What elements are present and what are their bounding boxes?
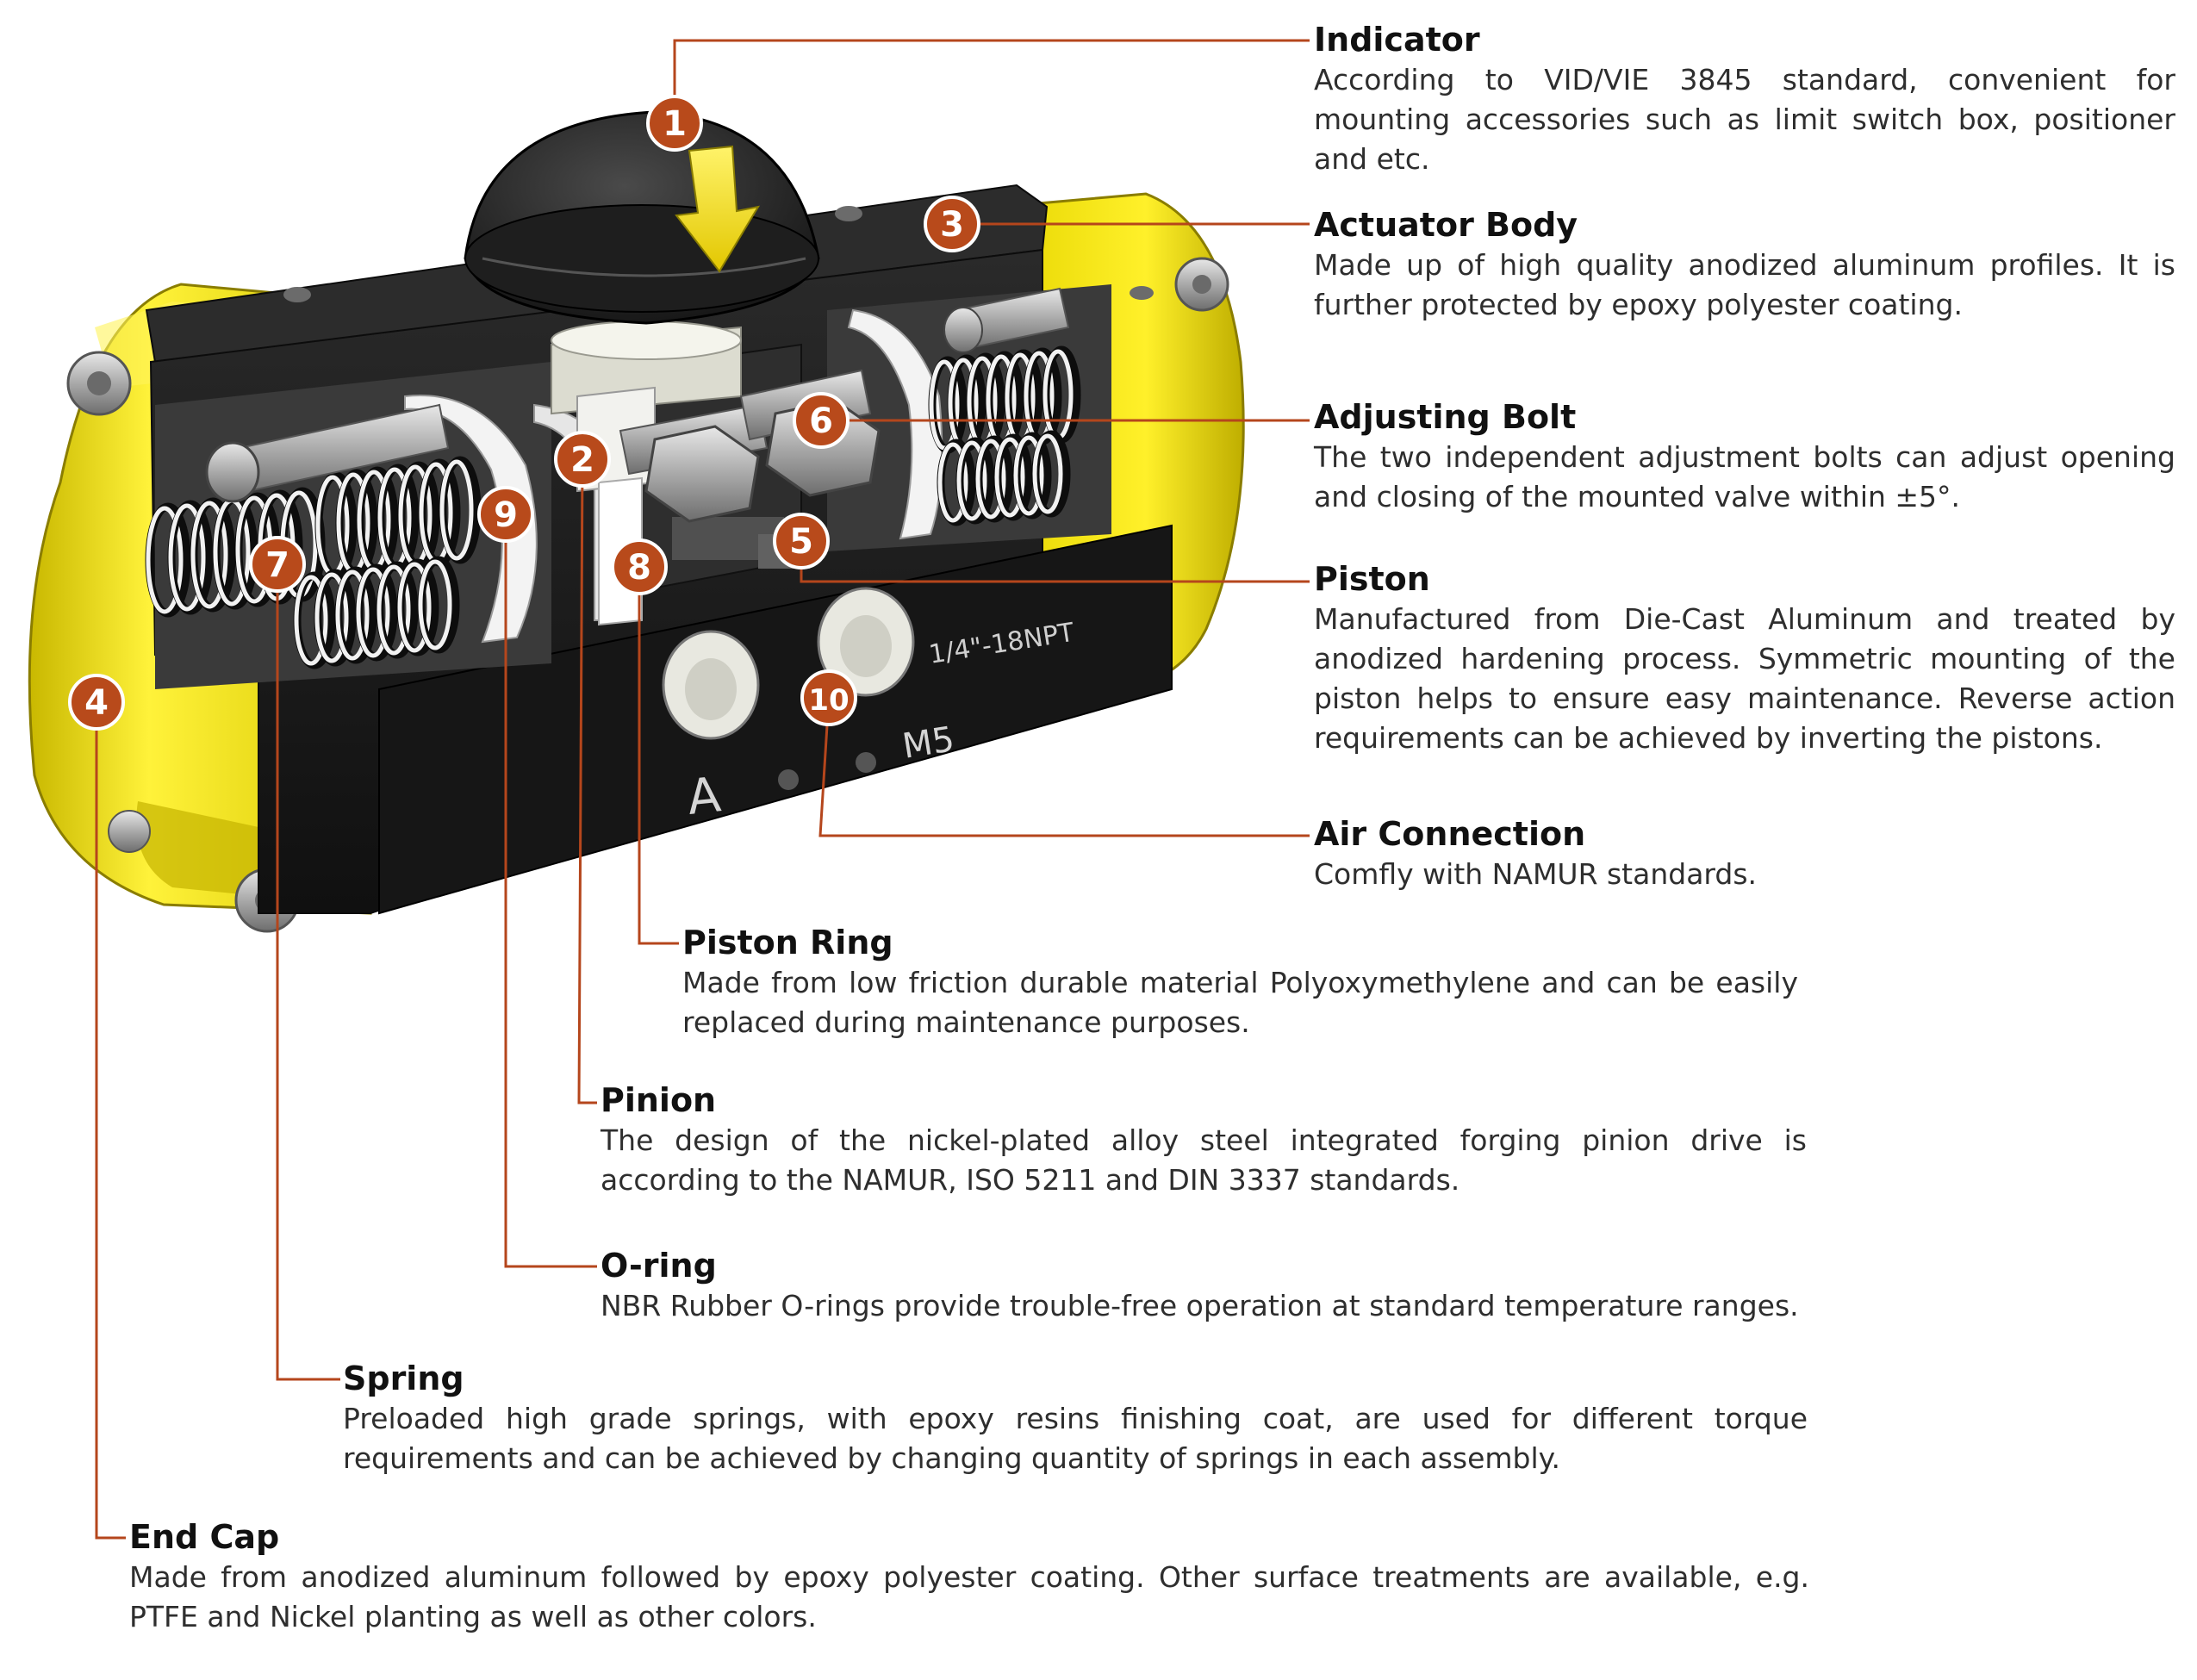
callout-description: Preloaded high grade springs, with epoxy… <box>343 1402 1808 1475</box>
number-badge: 5 <box>773 513 830 569</box>
spring-coil-highlight <box>146 506 184 614</box>
indicator <box>464 110 820 325</box>
spring-coil-highlight <box>956 440 987 521</box>
spring-coil-highlight <box>377 564 411 656</box>
callout-title: Actuator Body <box>1314 206 1578 244</box>
number-badge-circle <box>477 486 534 543</box>
spring-coil-highlight <box>1032 433 1063 514</box>
spring-coil-highlight <box>335 569 370 661</box>
callout-title: Piston <box>1314 560 1430 598</box>
spring-coil-highlight <box>168 503 206 612</box>
pinion <box>551 320 742 626</box>
callout-description: Made from low friction durable material … <box>682 966 1798 1039</box>
callout-title: Spring <box>343 1360 464 1397</box>
leader-line-spring <box>276 564 340 1381</box>
callout-piston: Piston Manufactured from Die-Cast Alumin… <box>1314 558 2175 758</box>
piston-ring-left <box>404 395 538 644</box>
number-badge: 9 <box>477 486 534 543</box>
number-badge: 3 <box>924 196 980 252</box>
number-badge-label: 5 <box>789 522 813 562</box>
piston-ring-right <box>847 308 943 540</box>
number-badge: 1 <box>646 95 703 152</box>
callout-description: NBR Rubber O-rings provide trouble-free … <box>601 1289 1799 1322</box>
number-badge-circle <box>773 513 830 569</box>
callout-title: Air Connection <box>1314 815 1586 853</box>
number-badge-circle <box>249 536 306 593</box>
spring-coil-highlight <box>418 559 452 650</box>
callout-description: Comfly with NAMUR standards. <box>1314 857 1758 891</box>
callout-description: Manufactured from Die-Cast Aluminum and … <box>1314 602 2175 755</box>
callout-indicator: Indicator According to VID/VIE 3845 stan… <box>1314 19 2175 179</box>
port-m5-label: M5 <box>899 719 956 767</box>
number-badge-circle <box>793 392 850 449</box>
number-badge-label: 6 <box>809 401 833 441</box>
number-badge: 6 <box>793 392 850 449</box>
spring-coil-highlight <box>439 459 474 561</box>
number-badge-label: 3 <box>940 205 964 245</box>
number-badge-circle <box>68 674 125 731</box>
number-badge: 4 <box>68 674 125 731</box>
callout-spring: Spring Preloaded high grade springs, wit… <box>343 1358 1808 1478</box>
callout-adjusting-bolt: Adjusting Bolt The two independent adjus… <box>1314 396 2175 517</box>
callout-title: O-ring <box>601 1247 717 1285</box>
air-connection-ports: 1/4"-18NPT A M5 <box>662 587 1077 826</box>
number-badge: 2 <box>554 431 611 488</box>
callout-title: Indicator <box>1314 21 1480 59</box>
callout-description: The two independent adjustment bolts can… <box>1314 440 2175 513</box>
spring-coil-highlight <box>314 572 349 663</box>
number-badge-label: 7 <box>265 545 289 585</box>
spring-coil-highlight <box>1013 435 1044 516</box>
spring-coil-highlight <box>937 442 968 523</box>
callout-title: Pinion <box>601 1081 717 1119</box>
spring-coil-highlight <box>294 575 328 666</box>
number-badge-label: 9 <box>494 495 518 535</box>
callout-air-connection: Air Connection Comfly with NAMUR standar… <box>1314 813 2175 894</box>
callout-title: Adjusting Bolt <box>1314 398 1577 436</box>
indicator-arrow-icon <box>675 145 761 273</box>
number-badge-circle <box>924 196 980 252</box>
callout-o-ring: O-ring NBR Rubber O-rings provide troubl… <box>601 1245 1807 1326</box>
number-badge-label: 2 <box>570 440 594 480</box>
callout-end-cap: End Cap Made from anodized aluminum foll… <box>129 1516 1809 1637</box>
number-badge-label: 4 <box>84 683 109 723</box>
callout-title: Piston Ring <box>682 924 893 961</box>
callout-description: Made from anodized aluminum followed by … <box>129 1560 1809 1633</box>
number-badge-label: 8 <box>627 548 651 588</box>
port-a-label: A <box>685 767 724 826</box>
number-badges: 1 2 3 4 5 6 7 8 9 10 <box>68 95 980 731</box>
adjusting-bolt-head <box>644 425 760 523</box>
number-badge-circle <box>646 95 703 152</box>
callout-description: The design of the nickel-plated alloy st… <box>601 1123 1807 1197</box>
callout-piston-ring: Piston Ring Made from low friction durab… <box>682 922 1798 1042</box>
leader-line-air-connection <box>818 697 1310 837</box>
number-badge: 8 <box>611 538 668 595</box>
spring-coil-highlight <box>975 439 1006 520</box>
number-badge-circle <box>800 669 857 726</box>
callout-description: Made up of high quality anodized aluminu… <box>1314 248 2175 321</box>
spring-coil-highlight <box>190 501 228 609</box>
leader-line-o-ring <box>504 514 597 1268</box>
leader-line-end-cap <box>95 702 126 1540</box>
callout-title: End Cap <box>129 1518 280 1556</box>
spring-coil-highlight <box>397 562 432 653</box>
number-badge-label: 1 <box>663 104 687 144</box>
number-badge: 10 <box>800 669 857 726</box>
leader-line-pinion <box>577 458 597 1104</box>
callout-actuator-body: Actuator Body Made up of high quality an… <box>1314 204 2175 325</box>
callout-description: According to VID/VIE 3845 standard, conv… <box>1314 63 2175 176</box>
number-badge-circle <box>611 538 668 595</box>
number-badge: 7 <box>249 536 306 593</box>
springs <box>145 345 1081 669</box>
spring-coil-highlight <box>356 567 390 658</box>
number-badge-circle <box>554 431 611 488</box>
callout-pinion: Pinion The design of the nickel-plated a… <box>601 1080 1807 1200</box>
leader-line-piston-ring <box>638 567 679 945</box>
leader-line-indicator <box>673 39 1310 123</box>
number-badge-label: 10 <box>808 683 849 718</box>
spring-coil-highlight <box>994 437 1025 518</box>
